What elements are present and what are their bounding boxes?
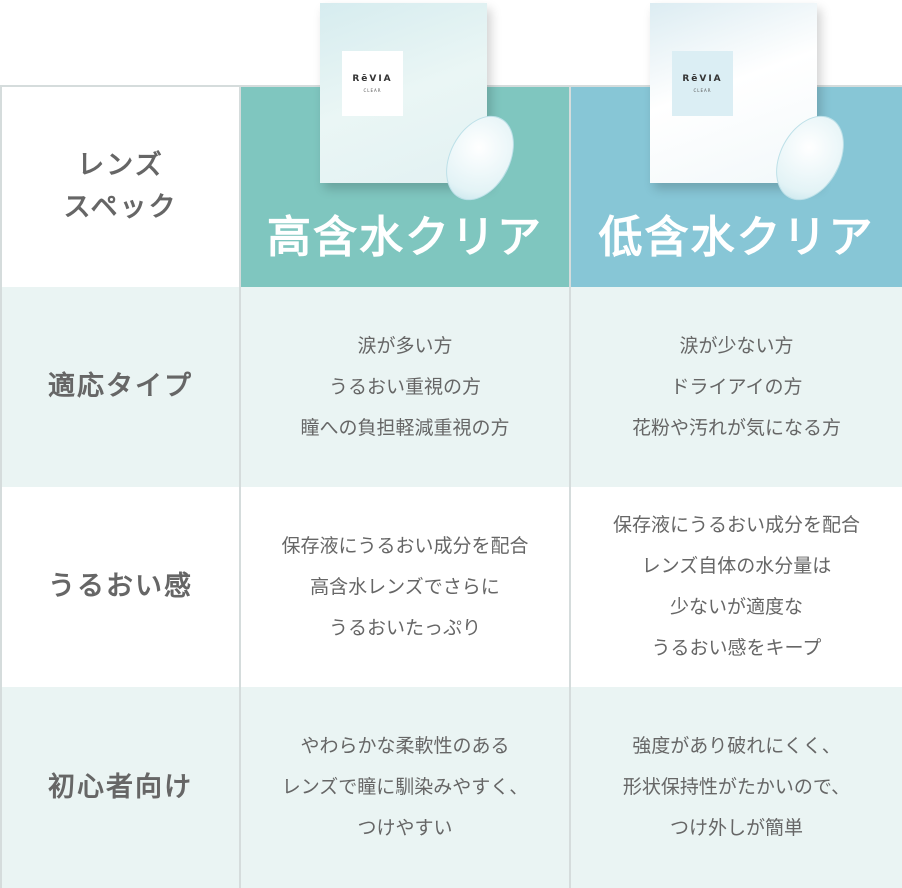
cell-text: やわらかな柔軟性のある レンズで瞳に馴染みやすく、 つけやすい [281, 735, 529, 839]
cell-text: 涙が少ない方 ドライアイの方 花粉や汚れが気になる方 [631, 334, 841, 439]
header-low-water: 低含水クリア [571, 87, 902, 287]
table-cell: 保存液にうるおい成分を配合 レンズ自体の水分量は 少ないが適度な うるおい感をキ… [571, 487, 902, 687]
spec-label: レンズ スペック [63, 150, 178, 223]
col1-title: 高含水クリア [267, 212, 543, 263]
header-spec: レンズ スペック [0, 87, 241, 287]
product-label: RēVIA CLEAR [672, 51, 733, 116]
row-label: 初心者向け [0, 687, 241, 888]
cell-text: 保存液にうるおい成分を配合 高含水レンズでさらに うるおいたっぷり [281, 534, 529, 639]
table-cell: 保存液にうるおい成分を配合 高含水レンズでさらに うるおいたっぷり [241, 487, 571, 687]
row-label: 適応タイプ [0, 287, 241, 487]
table-cell: やわらかな柔軟性のある レンズで瞳に馴染みやすく、 つけやすい [241, 687, 571, 888]
comparison-table: レンズ スペック 高含水クリア 低含水クリア 適応タイプ 涙が多い方 うるおい重… [0, 85, 902, 888]
table-cell: 強度があり破れにくく、 形状保持性がたかいので、 つけ外しが簡単 [571, 687, 902, 888]
col2-title: 低含水クリア [598, 212, 875, 263]
product-label: RēVIA CLEAR [342, 51, 403, 116]
brand-logo: RēVIA [352, 74, 393, 84]
cell-text: 保存液にうるおい成分を配合 レンズ自体の水分量は 少ないが適度な うるおい感をキ… [612, 514, 860, 659]
brand-sub: CLEAR [693, 88, 712, 93]
product-box-high-water: RēVIA CLEAR [320, 3, 487, 183]
brand-logo: RēVIA [682, 74, 723, 84]
row-label: うるおい感 [0, 487, 241, 687]
cell-text: 涙が多い方 うるおい重視の方 瞳への負担軽減重視の方 [300, 334, 510, 439]
row-label-text: うるおい感 [48, 571, 193, 602]
cell-text: 強度があり破れにくく、 形状保持性がたかいので、 つけ外しが簡単 [622, 735, 851, 839]
table-cell: 涙が少ない方 ドライアイの方 花粉や汚れが気になる方 [571, 287, 902, 487]
row-label-text: 適応タイプ [48, 371, 193, 402]
row-label-text: 初心者向け [48, 771, 193, 803]
table-cell: 涙が多い方 うるおい重視の方 瞳への負担軽減重視の方 [241, 287, 571, 487]
brand-sub: CLEAR [363, 88, 382, 93]
